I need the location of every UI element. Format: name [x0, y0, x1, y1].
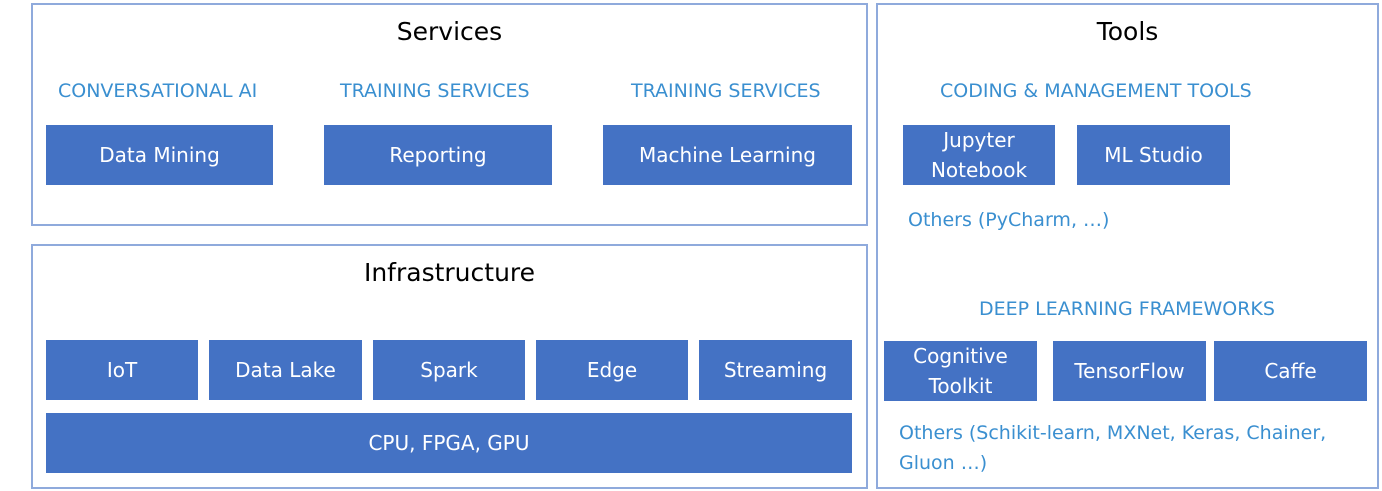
tools-deep-learning-others: Others (Schikit-learn, MXNet, Keras, Cha…	[899, 418, 1374, 478]
tools-label-deep-learning: DEEP LEARNING FRAMEWORKS	[979, 298, 1275, 320]
tool-ml-studio: ML Studio	[1077, 125, 1230, 185]
tools-coding-others: Others (PyCharm, …)	[908, 209, 1110, 231]
infrastructure-title: Infrastructure	[363, 258, 536, 287]
services-label-training-services-1: TRAINING SERVICES	[340, 80, 530, 102]
infra-cpu-fpga-gpu: CPU, FPGA, GPU	[46, 413, 852, 473]
infra-data-lake: Data Lake	[209, 340, 362, 400]
infra-spark: Spark	[373, 340, 525, 400]
tool-jupyter-notebook: Jupyter Notebook	[903, 125, 1055, 185]
framework-caffe: Caffe	[1214, 341, 1367, 401]
services-label-conversational-ai: CONVERSATIONAL AI	[58, 80, 258, 102]
tools-panel: Tools CODING & MANAGEMENT TOOLS Jupyter …	[876, 3, 1379, 489]
services-label-training-services-2: TRAINING SERVICES	[631, 80, 821, 102]
framework-cognitive-toolkit: Cognitive Toolkit	[884, 341, 1037, 401]
services-panel: Services CONVERSATIONAL AI TRAINING SERV…	[31, 3, 868, 226]
infra-iot: IoT	[46, 340, 198, 400]
infra-edge: Edge	[536, 340, 688, 400]
service-reporting: Reporting	[324, 125, 552, 185]
services-title: Services	[396, 17, 503, 46]
service-data-mining: Data Mining	[46, 125, 273, 185]
tools-deep-learning-others-line1: Others (Schikit-learn, MXNet, Keras, Cha…	[899, 422, 1327, 444]
infrastructure-panel: Infrastructure IoT Data Lake Spark Edge …	[31, 244, 868, 489]
service-machine-learning: Machine Learning	[603, 125, 852, 185]
tools-label-coding-management: CODING & MANAGEMENT TOOLS	[940, 80, 1252, 102]
tools-title: Tools	[1096, 17, 1159, 46]
framework-tensorflow: TensorFlow	[1053, 341, 1206, 401]
tools-deep-learning-others-line2: Gluon …)	[899, 452, 988, 474]
infra-streaming: Streaming	[699, 340, 852, 400]
